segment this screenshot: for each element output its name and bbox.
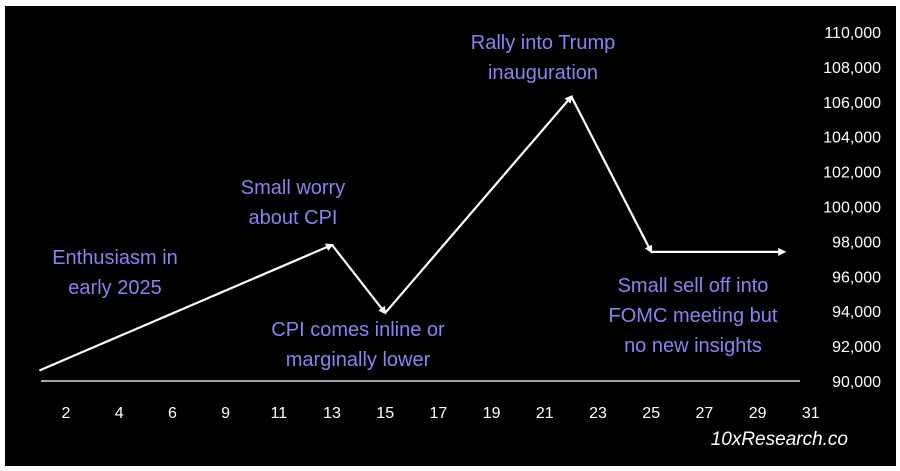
series-segment-arrow [570, 96, 653, 254]
y-tick-label: 98,000 [832, 234, 881, 251]
x-tick-label: 13 [323, 405, 341, 422]
x-axis-ticks: 2 4 6 9 11 13 15 17 19 21 23 25 27 29 31 [62, 405, 820, 422]
annotations: Enthusiasm in early 2025 Small worry about … [52, 32, 778, 371]
series-segment-arrow [38, 243, 334, 372]
x-tick-label: 11 [270, 405, 287, 422]
annotation-line: Small worry [241, 177, 345, 199]
chart-frame: 90,000 92,000 94,000 96,000 98,000 100,000 102… [5, 6, 896, 466]
annotation-label: Small worry about CPI [241, 177, 345, 229]
x-tick-label: 27 [696, 405, 714, 422]
annotation-line: Small sell off into [618, 275, 769, 297]
x-tick-label: 2 [62, 405, 71, 422]
x-tick-label: 21 [536, 405, 554, 422]
y-axis-ticks: 90,000 92,000 94,000 96,000 98,000 100,000 102… [823, 25, 881, 391]
annotation-line: FOMC meeting but [609, 305, 778, 327]
annotation-line: no new insights [624, 335, 762, 357]
annotation-line: marginally lower [286, 349, 431, 371]
line-chart: 90,000 92,000 94,000 96,000 98,000 100,000 102… [38, 25, 881, 450]
x-tick-label: 31 [802, 405, 820, 422]
y-tick-label: 92,000 [832, 339, 881, 356]
x-tick-label: 15 [376, 405, 394, 422]
y-tick-label: 110,000 [824, 25, 881, 42]
x-tick-label: 9 [221, 405, 230, 422]
y-tick-label: 106,000 [823, 95, 881, 112]
y-tick-label: 96,000 [832, 269, 881, 286]
annotation-label: Enthusiasm in early 2025 [52, 247, 178, 299]
x-tick-label: 4 [115, 405, 124, 422]
annotation-line: early 2025 [68, 277, 161, 299]
series-line [38, 95, 787, 372]
annotation-line: Rally into Trump [471, 32, 616, 54]
x-tick-label: 19 [483, 405, 501, 422]
x-tick-label: 6 [168, 405, 177, 422]
y-tick-label: 100,000 [823, 200, 881, 217]
y-tick-label: 90,000 [832, 374, 881, 391]
annotation-label: Rally into Trump inauguration [471, 32, 616, 84]
y-tick-label: 102,000 [823, 165, 881, 182]
x-tick-label: 17 [430, 405, 448, 422]
y-tick-label: 108,000 [823, 60, 881, 77]
series-segment-arrow [384, 95, 573, 314]
annotation-line: Enthusiasm in [52, 247, 178, 269]
x-tick-label: 23 [589, 405, 607, 422]
annotation-line: inauguration [488, 62, 598, 84]
annotation-line: about CPI [249, 207, 338, 229]
watermark: 10xResearch.co [711, 429, 848, 450]
annotation-label: CPI comes inline or marginally lower [271, 319, 445, 371]
series-segment-arrow [331, 244, 387, 315]
y-tick-label: 94,000 [832, 304, 881, 321]
y-tick-label: 104,000 [823, 130, 881, 147]
x-tick-label: 25 [642, 405, 660, 422]
annotation-line: CPI comes inline or [271, 319, 445, 341]
x-tick-label: 29 [749, 405, 767, 422]
